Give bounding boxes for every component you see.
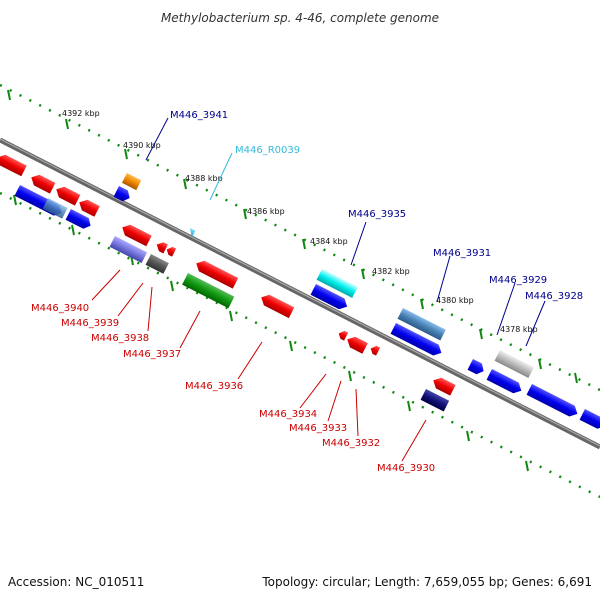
tick-label: 4382 kbp xyxy=(372,267,410,276)
genome-backbone xyxy=(0,137,600,450)
accession-text: Accession: NC_010511 xyxy=(8,575,144,589)
gene-feature-navy[interactable] xyxy=(420,389,450,412)
gene-label[interactable]: M446_3933 xyxy=(289,423,347,434)
gene-arrow-reverse[interactable] xyxy=(194,258,239,289)
gene-feature-grey[interactable] xyxy=(494,350,534,378)
outer-ticks xyxy=(7,89,578,384)
gene-arrow-forward[interactable] xyxy=(486,369,525,396)
tick-label: 4386 kbp xyxy=(247,207,285,216)
gene-features-other xyxy=(109,236,450,412)
tick-label: 4378 kbp xyxy=(500,325,538,334)
gene-feature-steel[interactable] xyxy=(42,198,68,219)
gene-labels-top: M446_3941 M446_R0039 M446_3935 M446_3931… xyxy=(170,110,583,302)
gene-label[interactable]: M446_3934 xyxy=(259,409,317,420)
gene-feature-orange[interactable] xyxy=(122,173,142,191)
gene-label[interactable]: M446_3928 xyxy=(525,291,583,302)
gene-arrow-reverse[interactable] xyxy=(54,184,81,206)
genome-summary-text: Topology: circular; Length: 7,659,055 bp… xyxy=(261,575,592,589)
gene-arrow-reverse[interactable] xyxy=(0,152,27,177)
gene-label[interactable]: M446_3939 xyxy=(61,318,119,329)
gene-arrow-reverse[interactable] xyxy=(77,197,100,217)
label-leaders-bottom xyxy=(91,269,427,462)
gene-feature-purple[interactable] xyxy=(109,236,148,264)
gene-label[interactable]: M446_3932 xyxy=(322,438,380,449)
gene-arrow-forward[interactable] xyxy=(579,409,600,431)
gene-label[interactable]: M446_3940 xyxy=(31,303,89,314)
gene-features-blue xyxy=(14,185,600,431)
gene-arrow-forward[interactable] xyxy=(65,209,94,231)
gene-label[interactable]: M446_3941 xyxy=(170,110,228,121)
gene-arrow-reverse[interactable] xyxy=(345,334,368,354)
gene-label[interactable]: M446_3929 xyxy=(489,275,547,286)
gene-feature-steel[interactable] xyxy=(397,308,446,341)
gene-label[interactable]: M446_3931 xyxy=(433,248,491,259)
gene-arrow-forward[interactable] xyxy=(113,186,133,204)
gene-label[interactable]: M446_3935 xyxy=(348,209,406,220)
gene-arrow-forward[interactable] xyxy=(390,323,445,358)
tick-label: 4392 kbp xyxy=(62,109,100,118)
gene-arrow-reverse[interactable] xyxy=(431,375,456,396)
gene-arrow-forward[interactable] xyxy=(310,284,350,312)
gene-label[interactable]: M446_R0039 xyxy=(235,145,300,156)
gene-label[interactable]: M446_3937 xyxy=(123,349,181,360)
gene-arrow-reverse[interactable] xyxy=(337,329,349,341)
gene-arrow-forward[interactable] xyxy=(467,359,487,377)
gene-feature-green[interactable] xyxy=(182,273,235,309)
gene-arrow-reverse[interactable] xyxy=(29,172,56,194)
gene-arrow-reverse[interactable] xyxy=(120,222,152,247)
tick-label: 4390 kbp xyxy=(123,141,161,150)
gene-arrow-reverse[interactable] xyxy=(259,292,295,319)
inner-ticks xyxy=(13,194,529,472)
label-leaders-top xyxy=(145,117,546,347)
gene-arrow-reverse[interactable] xyxy=(154,240,168,254)
gene-feature-trna[interactable] xyxy=(186,228,196,238)
tick-label: 4384 kbp xyxy=(310,237,348,246)
gene-feature-pseudo[interactable] xyxy=(145,253,169,274)
tick-label: 4380 kbp xyxy=(436,296,474,305)
gene-arrow-reverse[interactable] xyxy=(369,344,381,356)
gene-arrow-reverse[interactable] xyxy=(165,245,177,257)
gene-label[interactable]: M446_3938 xyxy=(91,333,149,344)
gene-arrow-forward[interactable] xyxy=(526,384,581,419)
gene-features-red xyxy=(0,152,456,396)
gene-features-forward xyxy=(122,173,534,378)
gene-label[interactable]: M446_3930 xyxy=(377,463,435,474)
tick-labels: 4392 kbp 4390 kbp 4388 kbp 4386 kbp 4384… xyxy=(62,109,538,334)
gene-labels-bottom: M446_3940 M446_3939 M446_3938 M446_3937 … xyxy=(31,303,435,474)
tick-label: 4388 kbp xyxy=(185,174,223,183)
gene-feature-cyan[interactable] xyxy=(316,269,358,298)
map-title: Methylobacterium sp. 4-46, complete geno… xyxy=(161,11,439,25)
gene-label[interactable]: M446_3936 xyxy=(185,381,243,392)
